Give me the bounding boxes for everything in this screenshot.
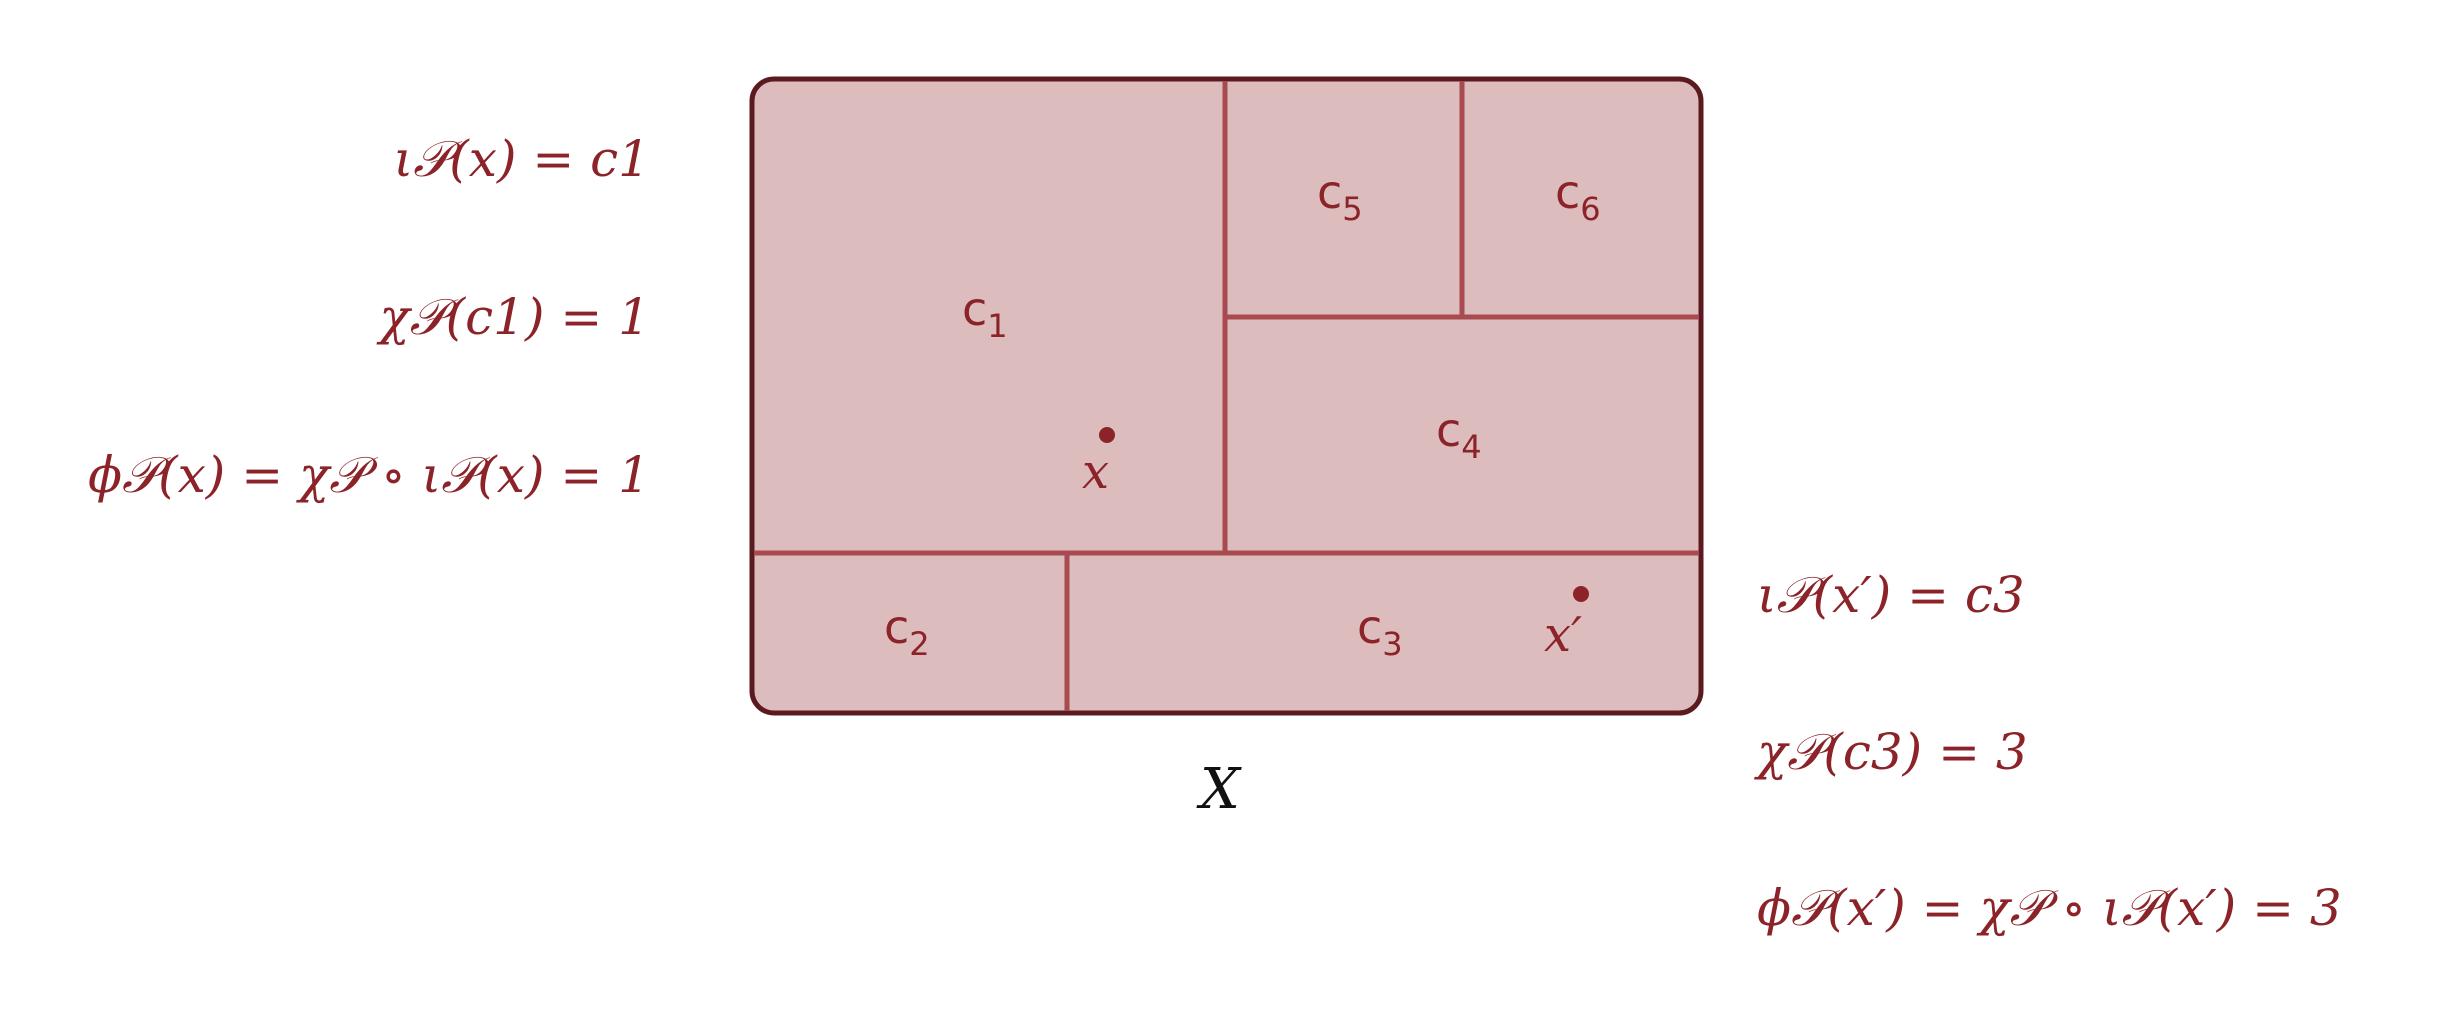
cell-label-c2: c2: [884, 600, 930, 663]
point-x-prime-label: x′: [1544, 607, 1582, 663]
left-equation-inclusion: ι𝒫(x) = c1: [394, 130, 650, 188]
point-x-label: x: [1082, 444, 1109, 500]
right-equation-cell-value: χ𝒫(c3) = 3: [1754, 723, 2028, 781]
right-equation-composite: ϕ𝒫(x′) = χ𝒫 ∘ ι𝒫(x′) = 3: [1757, 879, 2342, 937]
cell-label-c6: c6: [1555, 165, 1601, 228]
point-x-prime-dot: [1573, 586, 1589, 602]
right-equation-inclusion: ι𝒫(x′) = c3: [1757, 566, 2025, 624]
space-label: X: [1196, 757, 1242, 822]
cell-label-c3: c3: [1357, 600, 1403, 663]
left-equation-composite: ϕ𝒫(x) = χ𝒫 ∘ ι𝒫(x) = 1: [88, 446, 650, 504]
cell-label-c4: c4: [1436, 403, 1482, 466]
cell-label-c1: c1: [962, 282, 1008, 345]
left-equation-cell-value: χ𝒫(c1) = 1: [376, 288, 650, 346]
point-x-dot: [1099, 427, 1115, 443]
cell-label-c5: c5: [1317, 165, 1363, 228]
partition-dividers: [754, 81, 1699, 711]
